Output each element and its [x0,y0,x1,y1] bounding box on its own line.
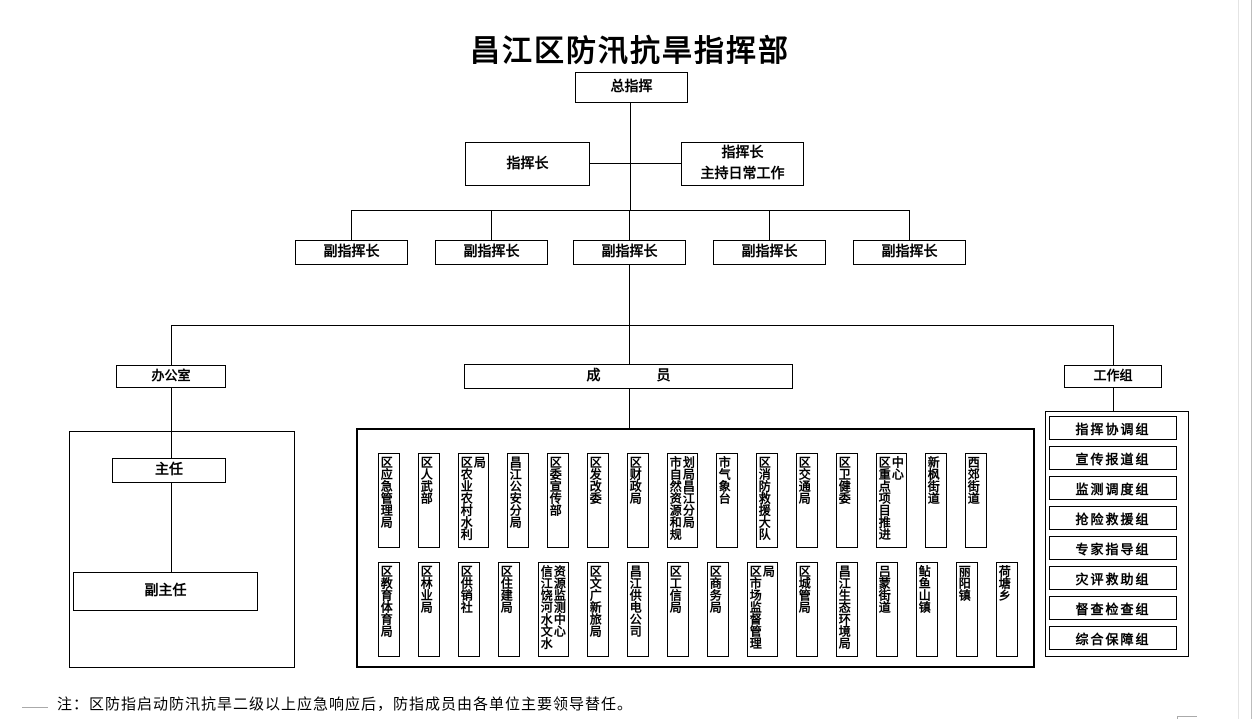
member-unit-box: 丽阳镇 [956,562,978,657]
connector-line [1113,388,1114,411]
member-units-row1: 区应急管理局区人武部区农业农村水利局昌江公安分局区委宣传部区发改委区财政局市自然… [378,453,987,548]
working-group-box: 抢险救援组 [1049,506,1177,530]
member-unit-box: 区交通局 [796,453,818,548]
cutoff-shape-artifact [1177,716,1197,717]
working-group-list: 指挥协调组宣传报道组监测调度组抢险救援组专家指导组灾评救助组督查检查组综合保障组 [1049,416,1177,650]
member-unit-box: 吕蒙街道 [876,562,898,657]
connector-line [171,388,172,458]
working-group-box: 指挥协调组 [1049,416,1177,440]
connector-line [1113,325,1114,365]
node-commander-daily: 指挥长 主持日常工作 [681,142,804,186]
connector-line [629,265,630,325]
connector-line [629,389,630,428]
member-unit-box: 区工信局 [667,562,689,657]
cutoff-shape-artifact [1177,716,1178,719]
node-commander: 指挥长 [465,142,590,186]
connector-line [171,325,172,365]
connector-line [629,210,630,240]
node-deputy-director: 副主任 [73,572,258,611]
member-unit-box: 区教育体育局 [378,562,400,657]
member-unit-box: 区林业局 [418,562,440,657]
connector-line [909,210,910,240]
cutoff-shape-artifact [22,707,48,708]
connector-line [769,210,770,240]
node-director: 主任 [112,458,226,483]
member-unit-box: 市自然资源和规划局昌江分局 [667,453,698,548]
footnote: 注：区防指启动防汛抗旱二级以上应急响应后，防指成员由各单位主要领导替任。 [57,695,634,713]
members-label-right: 员 [656,368,671,385]
node-members: 成 员 [464,364,793,389]
members-container-frame [356,428,1035,668]
office-outer-frame [69,431,295,668]
node-commander-daily-line2: 主持日常工作 [700,166,785,182]
member-unit-box: 区卫健委 [836,453,858,548]
page-edge-line [1238,0,1239,719]
member-unit-box: 区财政局 [627,453,649,548]
member-unit-box: 区委宣传部 [547,453,569,548]
node-deputy-commander: 副指挥长 [573,240,686,265]
member-unit-box: 区城管局 [796,562,818,657]
member-unit-box: 市气象台 [716,453,738,548]
connector-line [629,325,630,364]
member-unit-box: 区人武部 [418,453,440,548]
member-unit-box: 鲇鱼山镇 [916,562,938,657]
member-unit-box: 西郊街道 [965,453,987,548]
connector-line [351,210,910,211]
page-edge-line [1251,0,1252,719]
node-working-group: 工作组 [1064,365,1162,388]
working-group-box: 专家指导组 [1049,536,1177,560]
working-group-box: 宣传报道组 [1049,446,1177,470]
working-group-box: 监测调度组 [1049,476,1177,500]
member-unit-box: 昌江公安分局 [507,453,529,548]
working-group-box: 综合保障组 [1049,626,1177,650]
member-unit-box: 区应急管理局 [378,453,400,548]
member-unit-box: 昌江供电公司 [627,562,649,657]
member-unit-box: 区住建局 [498,562,520,657]
member-unit-box: 区消防救援大队 [756,453,778,548]
node-deputy-commander: 副指挥长 [853,240,966,265]
member-unit-box: 区农业农村水利局 [458,453,489,548]
member-unit-box: 区市场监督管理局 [747,562,778,657]
connector-line [590,163,681,164]
node-office: 办公室 [116,365,226,388]
connector-line [491,210,492,240]
member-unit-box: 区供销社 [458,562,480,657]
page-title: 昌江区防汛抗旱指挥部 [470,34,790,69]
member-unit-box: 区商务局 [707,562,729,657]
working-group-box: 灾评救助组 [1049,566,1177,590]
connector-line [630,103,631,210]
node-general-commander: 总指挥 [575,72,688,103]
connector-line [171,483,172,572]
connector-line [351,210,352,240]
member-units-row2: 区教育体育局区林业局区供销社区住建局信江饶河水文水资源监测中心区文广新旅局昌江供… [378,562,1018,657]
node-deputy-commander: 副指挥长 [713,240,826,265]
node-commander-daily-line1: 指挥长 [721,145,764,161]
members-label-left: 成 [586,368,601,385]
node-deputy-commander: 副指挥长 [435,240,548,265]
member-unit-box: 信江饶河水文水资源监测中心 [538,562,569,657]
working-group-outer-frame [1045,411,1189,657]
node-deputy-commander: 副指挥长 [295,240,408,265]
member-unit-box: 区发改委 [587,453,609,548]
connector-line [171,325,1113,326]
member-unit-box: 荷塘乡 [996,562,1018,657]
working-group-box: 督查检查组 [1049,596,1177,620]
member-unit-box: 昌江生态环境局 [836,562,858,657]
member-unit-box: 新枫街道 [925,453,947,548]
member-unit-box: 区文广新旅局 [587,562,609,657]
member-unit-box: 区重点项目推进中心 [876,453,907,548]
